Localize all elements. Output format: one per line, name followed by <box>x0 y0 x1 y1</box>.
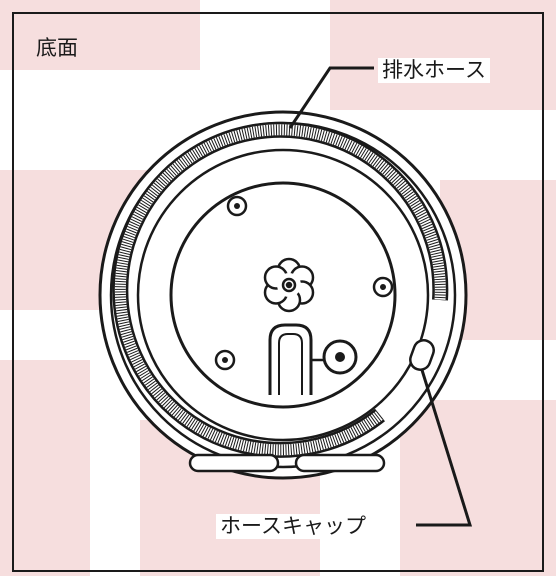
view-title: 底面 <box>36 36 78 60</box>
center-vent <box>263 257 315 313</box>
hose-cap-label: ホースキャップ <box>216 514 370 539</box>
screw-right <box>372 276 394 298</box>
hose-cap-leader <box>416 369 473 527</box>
drain-channel <box>268 323 313 395</box>
drain-hose-coil <box>112 121 449 458</box>
drain-port <box>322 339 358 375</box>
drain-hose-leader <box>288 66 374 129</box>
screw-bottom-left <box>214 349 236 371</box>
screw-top-left <box>226 195 248 217</box>
hose-cap <box>409 339 435 371</box>
drain-hose-label: 排水ホース <box>378 58 490 83</box>
diagram-frame <box>12 12 544 572</box>
bottom-slot-right <box>294 453 386 473</box>
bottom-slot-left <box>188 453 280 473</box>
